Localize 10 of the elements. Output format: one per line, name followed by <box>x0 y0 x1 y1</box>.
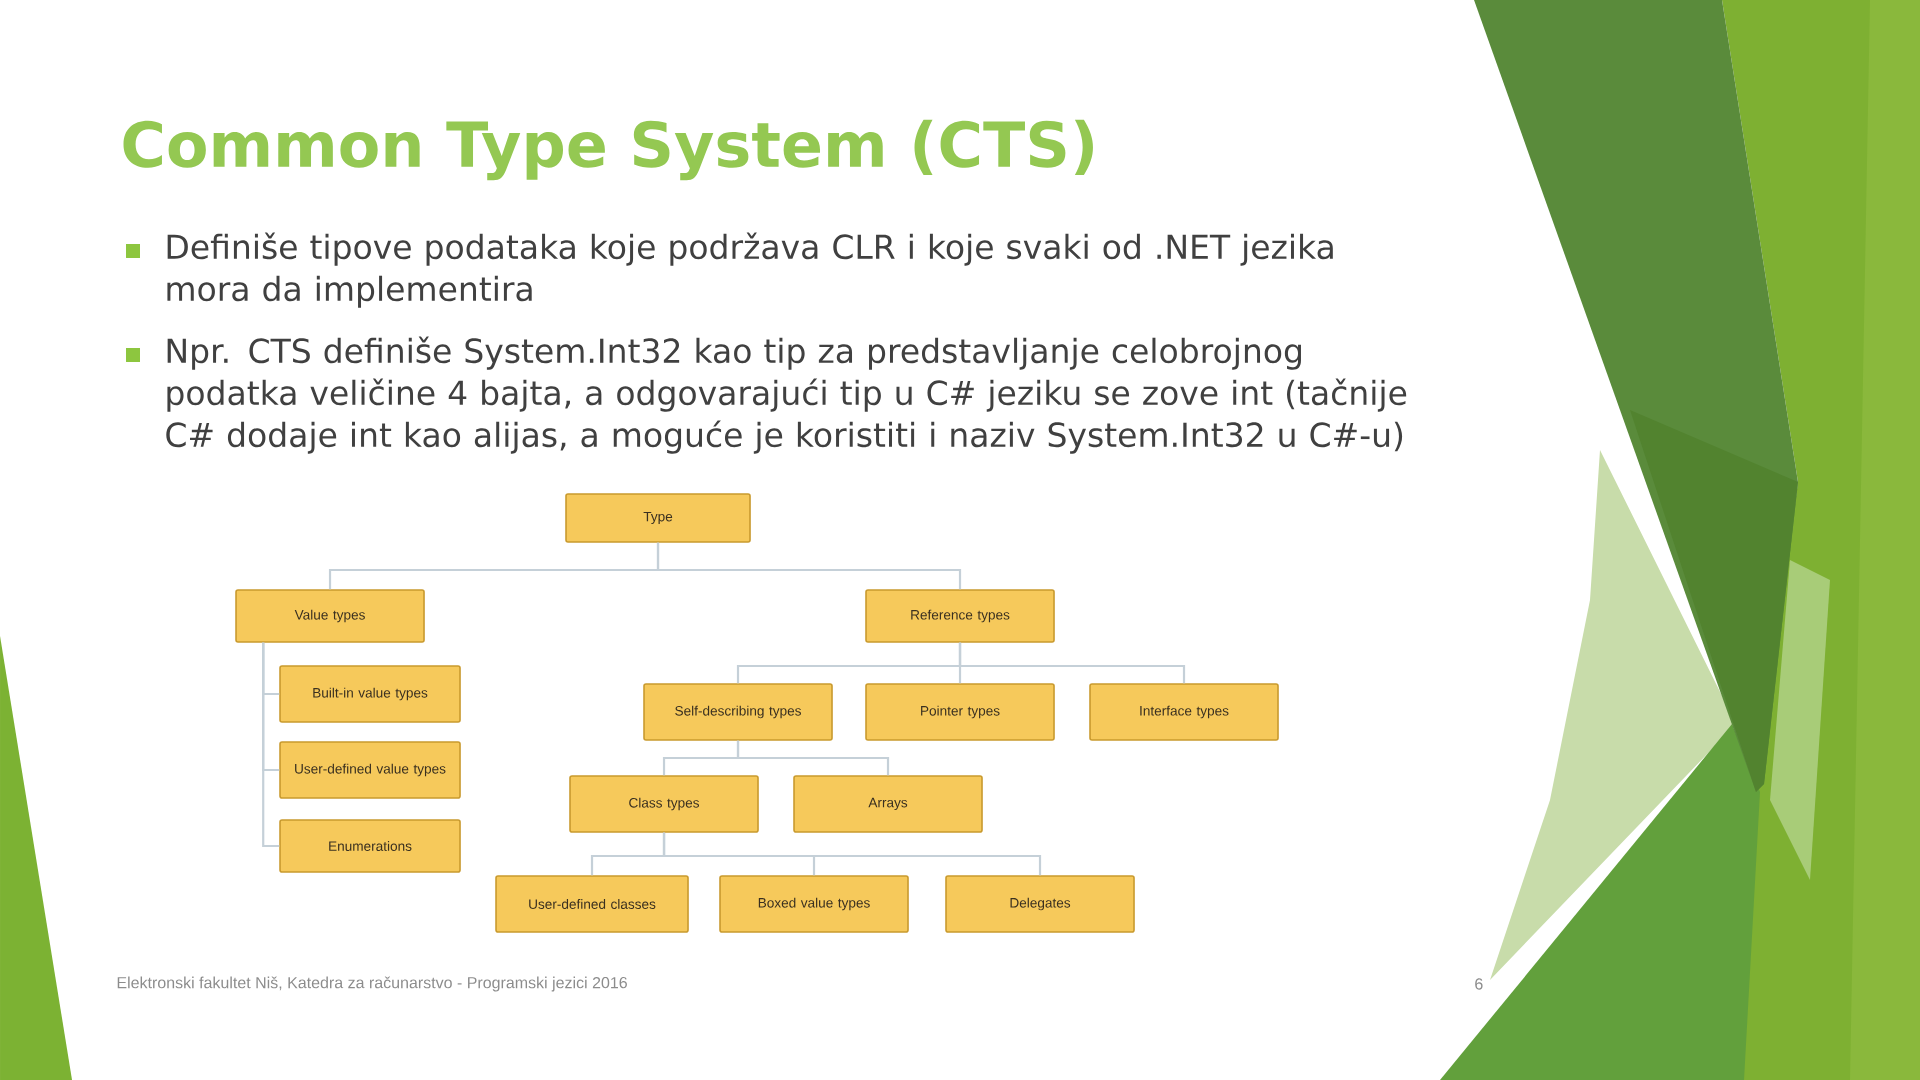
page-number: 6 <box>1475 978 1483 990</box>
connector-line <box>262 642 280 848</box>
connector-line <box>662 832 1042 876</box>
connector-line <box>736 740 890 776</box>
bullet-text: Definiše tipove podataka koje podržava CLR i koje svaki od .NET jezika mora da implementira <box>167 232 1333 308</box>
connector-line <box>656 542 962 590</box>
slide-title: Common Type System (CTS) <box>123 119 1093 181</box>
connector-line <box>958 642 1186 684</box>
bullet-text: Npr. CTS definiše System.Int32 kao tip za predstavljanje celobrojnog podatka veličine 4 bajta, a odgovarajući tip u C# jeziku se zove int (tačnije C# dodaje int kao alijas, a moguće je koristiti i naziv System.Int32 u C#-u) <box>166 336 1407 454</box>
footer-text: Elektronski fakultet Niš, Katedra za računarstvo - Programski jezici 2016 <box>117 976 627 992</box>
